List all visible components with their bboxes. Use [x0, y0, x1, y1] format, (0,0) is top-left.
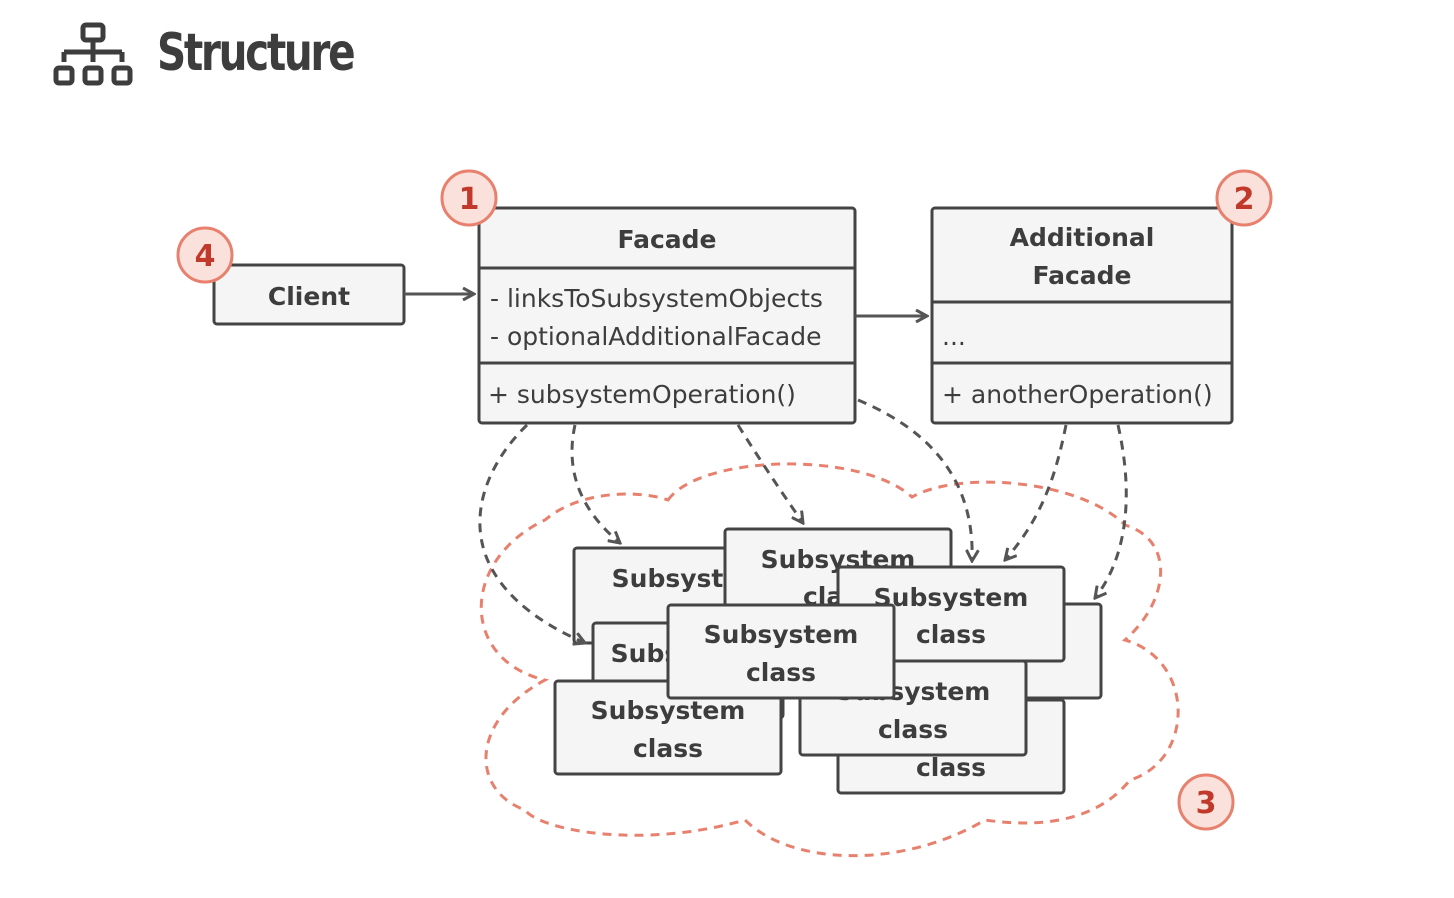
client-class[interactable]: Client — [212, 263, 406, 326]
additional-facade-method: + anotherOperation() — [942, 380, 1213, 409]
dependency-arrow — [736, 424, 803, 523]
subsystem-cloud — [479, 462, 1180, 858]
facade-field: - linksToSubsystemObjects — [490, 284, 823, 313]
badge-3: 3 — [1177, 773, 1235, 831]
svg-text:1: 1 — [459, 182, 480, 217]
badge-1: 1 — [440, 169, 498, 227]
header — [52, 20, 136, 90]
svg-text:Subsystem: Subsystem — [591, 696, 746, 725]
svg-text:3: 3 — [1196, 786, 1217, 821]
additional-facade-field: ... — [942, 322, 966, 351]
subsystem-class[interactable]: Subsystem class — [553, 679, 783, 776]
dependency-arrow — [1005, 424, 1068, 560]
facade-class[interactable]: Facade - linksToSubsystemObjects - optio… — [477, 206, 857, 425]
additional-facade-title: Additional — [1010, 223, 1155, 252]
dependency-arrow — [1095, 424, 1128, 598]
client-title: Client — [268, 282, 350, 311]
svg-text:class: class — [633, 734, 703, 763]
facade-method: + subsystemOperation() — [488, 380, 796, 409]
svg-text:2: 2 — [1234, 182, 1255, 217]
facade-field: - optionalAdditionalFacade — [490, 322, 822, 351]
svg-text:class: class — [746, 658, 816, 687]
dependency-arrow — [478, 423, 585, 643]
dependency-arrow — [570, 424, 620, 543]
svg-text:4: 4 — [195, 239, 216, 274]
page-title: Structure — [157, 23, 356, 83]
subsystem-class[interactable]: Subsystem class — [666, 603, 896, 700]
facade-title: Facade — [617, 225, 716, 254]
dependency-arrow — [857, 398, 972, 561]
svg-text:Subsystem: Subsystem — [874, 583, 1029, 612]
svg-text:Subsystem: Subsystem — [704, 620, 859, 649]
additional-facade-title: Facade — [1032, 261, 1131, 290]
svg-text:class: class — [916, 620, 986, 649]
svg-text:class: class — [878, 715, 948, 744]
svg-text:class: class — [916, 753, 986, 782]
hierarchy-icon — [53, 22, 133, 86]
additional-facade-class[interactable]: Additional Facade ... + anotherOperation… — [930, 206, 1234, 425]
badge-2: 2 — [1215, 169, 1273, 227]
badge-4: 4 — [176, 226, 234, 284]
